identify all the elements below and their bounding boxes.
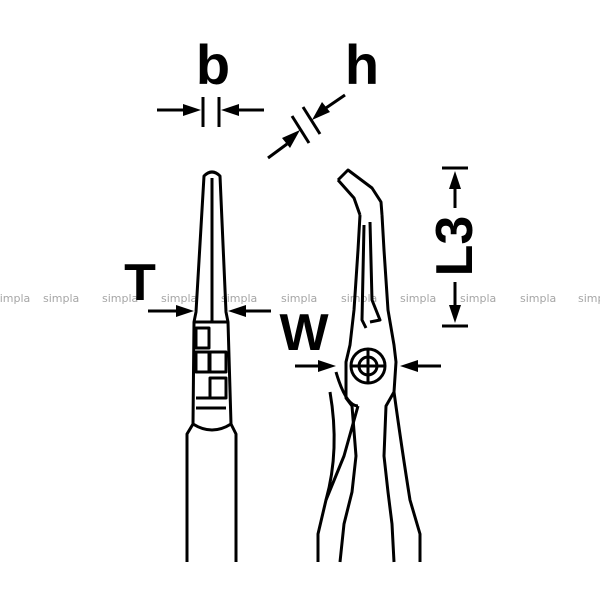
watermark-text: simpla (400, 292, 436, 305)
handle-collar (192, 422, 232, 432)
watermark-text: simpla (520, 292, 556, 305)
pliers-side-view (316, 168, 422, 563)
dimension-w: W (279, 304, 441, 372)
dimension-l3: L3 (426, 166, 484, 328)
label-l3: L3 (426, 216, 484, 277)
handle-contour (324, 391, 336, 501)
watermark-text: simpla (460, 292, 496, 305)
watermark-text: simpla (43, 292, 79, 305)
joint-block (208, 350, 228, 374)
dimension-line (322, 93, 346, 112)
arrowhead (318, 360, 336, 372)
left-handle-edge (185, 321, 196, 562)
dimension-line (267, 142, 288, 160)
arrowhead (400, 360, 418, 372)
watermark-text: simpla (221, 292, 257, 305)
arrowhead (183, 104, 201, 116)
label-t: T (124, 254, 156, 312)
arrowhead (176, 305, 194, 317)
label-w: W (279, 304, 329, 362)
watermark-text: simpla (578, 292, 600, 305)
bent-tip (336, 168, 384, 216)
dimension-h: h (267, 33, 379, 160)
watermark-row: simpla simpla simpla simpla simpla simpl… (0, 292, 600, 305)
extension-line (301, 106, 322, 135)
arrowhead (282, 130, 300, 148)
right-jaw-handle (380, 214, 398, 563)
joint-block (208, 376, 228, 400)
watermark-text: simpla (0, 292, 30, 305)
arrowhead (221, 104, 239, 116)
joint-block (194, 326, 211, 350)
pliers-top-view (185, 170, 238, 562)
dimension-b: b (157, 33, 264, 127)
pivot-cheek (334, 371, 359, 408)
outer-handle-edge-right (392, 391, 422, 562)
watermark-text: simpla (341, 292, 377, 305)
bent-tip-inner (336, 179, 362, 216)
joint-block (194, 350, 211, 374)
extension-line (290, 115, 311, 144)
right-handle-edge (226, 321, 238, 562)
watermark-text: simpla (161, 292, 197, 305)
watermark-text: simpla (102, 292, 138, 305)
label-b: b (196, 33, 230, 96)
dimension-t: T (124, 254, 271, 317)
arrowhead (228, 305, 246, 317)
jaw-inner-edge (368, 221, 382, 324)
arrowhead (449, 171, 461, 189)
arrowhead (449, 305, 461, 323)
label-h: h (345, 33, 379, 96)
arrowhead (312, 102, 330, 120)
watermark-text: simpla (281, 292, 317, 305)
jaw-inner-edge-2 (360, 224, 368, 329)
